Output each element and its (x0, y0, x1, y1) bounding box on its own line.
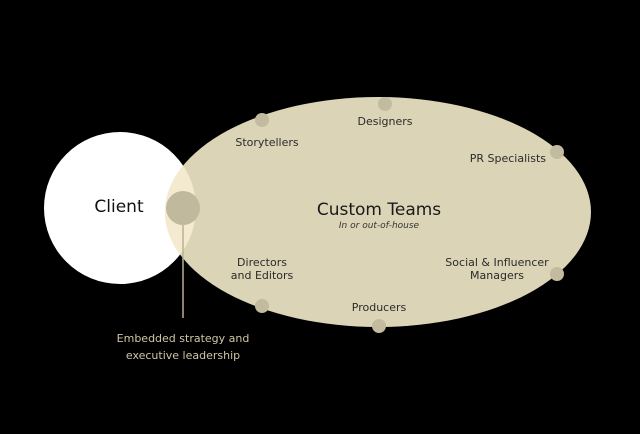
role-designers: Designers (357, 115, 413, 128)
role-pr-specialists: PR Specialists (469, 152, 546, 165)
directors-editors-dot (255, 299, 269, 313)
embedded-leadership-callout: Embedded strategy and executive leadersh… (117, 330, 250, 364)
embedded-leadership-node (166, 191, 200, 225)
client-circle (44, 132, 196, 284)
client-label: Client (94, 197, 144, 217)
callout-line-2: executive leadership (125, 349, 241, 362)
custom-teams-ellipse (165, 97, 591, 327)
custom-teams-title: Custom Teams (316, 200, 442, 220)
storytellers-dot (255, 113, 269, 127)
role-social-influencer-managers: Social & Influencer Managers (445, 256, 549, 282)
producers-dot (372, 319, 386, 333)
designers-dot (378, 97, 392, 111)
social-influencer-dot (550, 267, 564, 281)
callout-line-1: Embedded strategy and (116, 332, 250, 345)
role-directors-editors: Directors and Editors (230, 256, 294, 282)
role-storytellers: Storytellers (235, 136, 299, 149)
custom-teams-subtitle: In or out-of-house (338, 221, 420, 231)
pr-specialists-dot (550, 145, 564, 159)
role-producers: Producers (351, 301, 407, 314)
